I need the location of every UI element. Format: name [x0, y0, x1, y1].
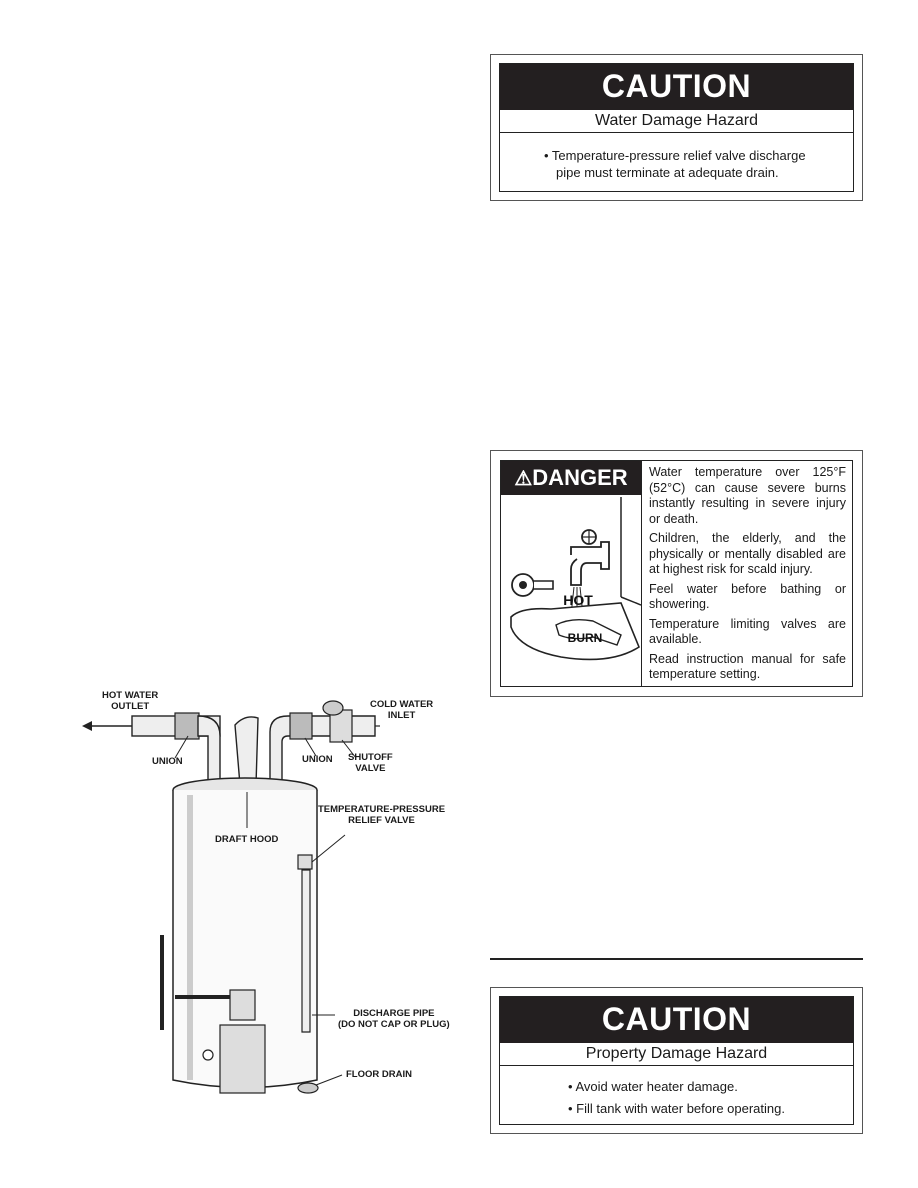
- danger-frame: ⚠DANGER: [500, 460, 853, 687]
- danger-paragraph: Water temperature over 125°F (52°C) can …: [649, 465, 846, 526]
- discharge-pipe-label: DISCHARGE PIPE(DO NOT CAP OR PLUG): [338, 1008, 450, 1030]
- danger-text: Water temperature over 125°F (52°C) can …: [649, 465, 846, 687]
- warning-triangle-icon: ⚠: [514, 468, 533, 490]
- danger-paragraph: Temperature limiting valves are availabl…: [649, 616, 846, 647]
- caution-header: CAUTION: [500, 997, 853, 1043]
- caution-body: • Temperature-pressure relief valve disc…: [500, 133, 853, 181]
- burn-label: BURN: [568, 631, 603, 645]
- caution-water-damage-frame: CAUTION Water Damage Hazard • Temperatur…: [499, 63, 854, 192]
- danger-scald-box: ⚠DANGER: [490, 450, 863, 697]
- caution-subheader: Water Damage Hazard: [500, 110, 853, 133]
- section-divider: [490, 958, 863, 960]
- union-right-label: UNION: [302, 754, 333, 765]
- scald-hand-illustration: HOT BURN: [510, 497, 641, 661]
- water-heater-illustration: [82, 700, 380, 1094]
- hot-label: HOT: [563, 592, 593, 608]
- danger-illustration-panel: ⚠DANGER: [501, 461, 642, 686]
- caution-bullet: • Fill tank with water before operating.: [568, 1101, 785, 1116]
- danger-header: ⚠DANGER: [501, 461, 641, 495]
- danger-header-label: DANGER: [532, 465, 628, 490]
- caution-header: CAUTION: [500, 64, 853, 110]
- caution-body: • Avoid water heater damage. • Fill tank…: [500, 1066, 853, 1120]
- danger-paragraph: Feel water before bathing or showering.: [649, 581, 846, 612]
- union-left-label: UNION: [152, 756, 183, 767]
- floor-drain-label: FLOOR DRAIN: [346, 1069, 412, 1080]
- caution-bullet: • Temperature-pressure relief valve disc…: [544, 148, 806, 163]
- caution-water-damage-box: CAUTION Water Damage Hazard • Temperatur…: [490, 54, 863, 201]
- caution-bullet: • Avoid water heater damage.: [568, 1079, 738, 1094]
- draft-hood-label: DRAFT HOOD: [215, 834, 279, 845]
- danger-paragraph: Read instruction manual for safe tempera…: [649, 651, 846, 682]
- caution-property-damage-box: CAUTION Property Damage Hazard • Avoid w…: [490, 987, 863, 1134]
- caution-bullet: pipe must terminate at adequate drain.: [556, 165, 779, 180]
- danger-paragraph: Children, the elderly, and the physicall…: [649, 531, 846, 576]
- caution-subheader: Property Damage Hazard: [500, 1043, 853, 1066]
- caution-property-damage-frame: CAUTION Property Damage Hazard • Avoid w…: [499, 996, 854, 1125]
